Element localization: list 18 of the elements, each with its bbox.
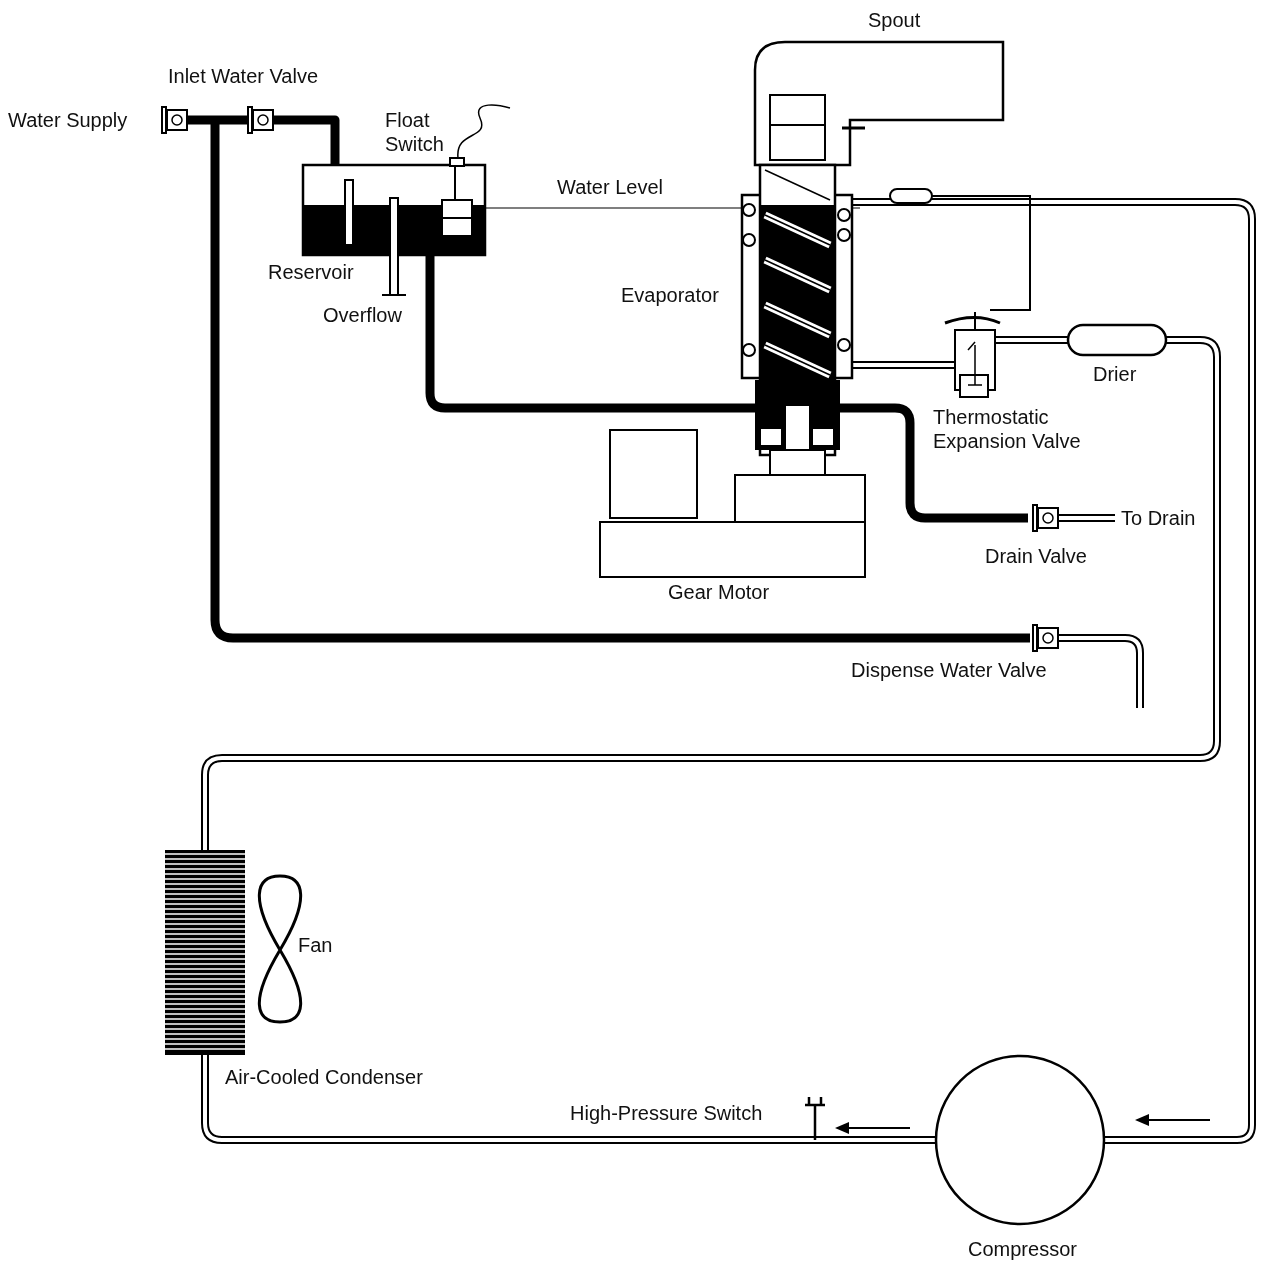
part-label: Dispense Water Valve: [851, 658, 1047, 682]
part-label: Float Switch: [385, 108, 445, 156]
part-label: High-Pressure Switch: [570, 1101, 763, 1125]
part-label: Drier: [1093, 362, 1137, 386]
part-label: Gear Motor: [668, 580, 770, 604]
part-label: To Drain: [1121, 506, 1196, 530]
part-label: Thermostatic Expansion Valve: [933, 405, 1082, 453]
part-label: Inlet Water Valve: [168, 64, 319, 88]
part-label: Overflow: [323, 303, 402, 327]
part-label: Water Level: [557, 175, 663, 199]
part-label: Compressor: [968, 1237, 1077, 1261]
part-label: Reservoir: [268, 260, 354, 284]
part-label: Air-Cooled Condenser: [225, 1065, 423, 1089]
part-label: Water Supply: [8, 108, 128, 132]
part-label: Evaporator: [621, 283, 719, 307]
part-label: Drain Valve: [985, 544, 1087, 568]
part-label: Fan: [298, 933, 333, 957]
part-label: Spout: [868, 8, 921, 32]
